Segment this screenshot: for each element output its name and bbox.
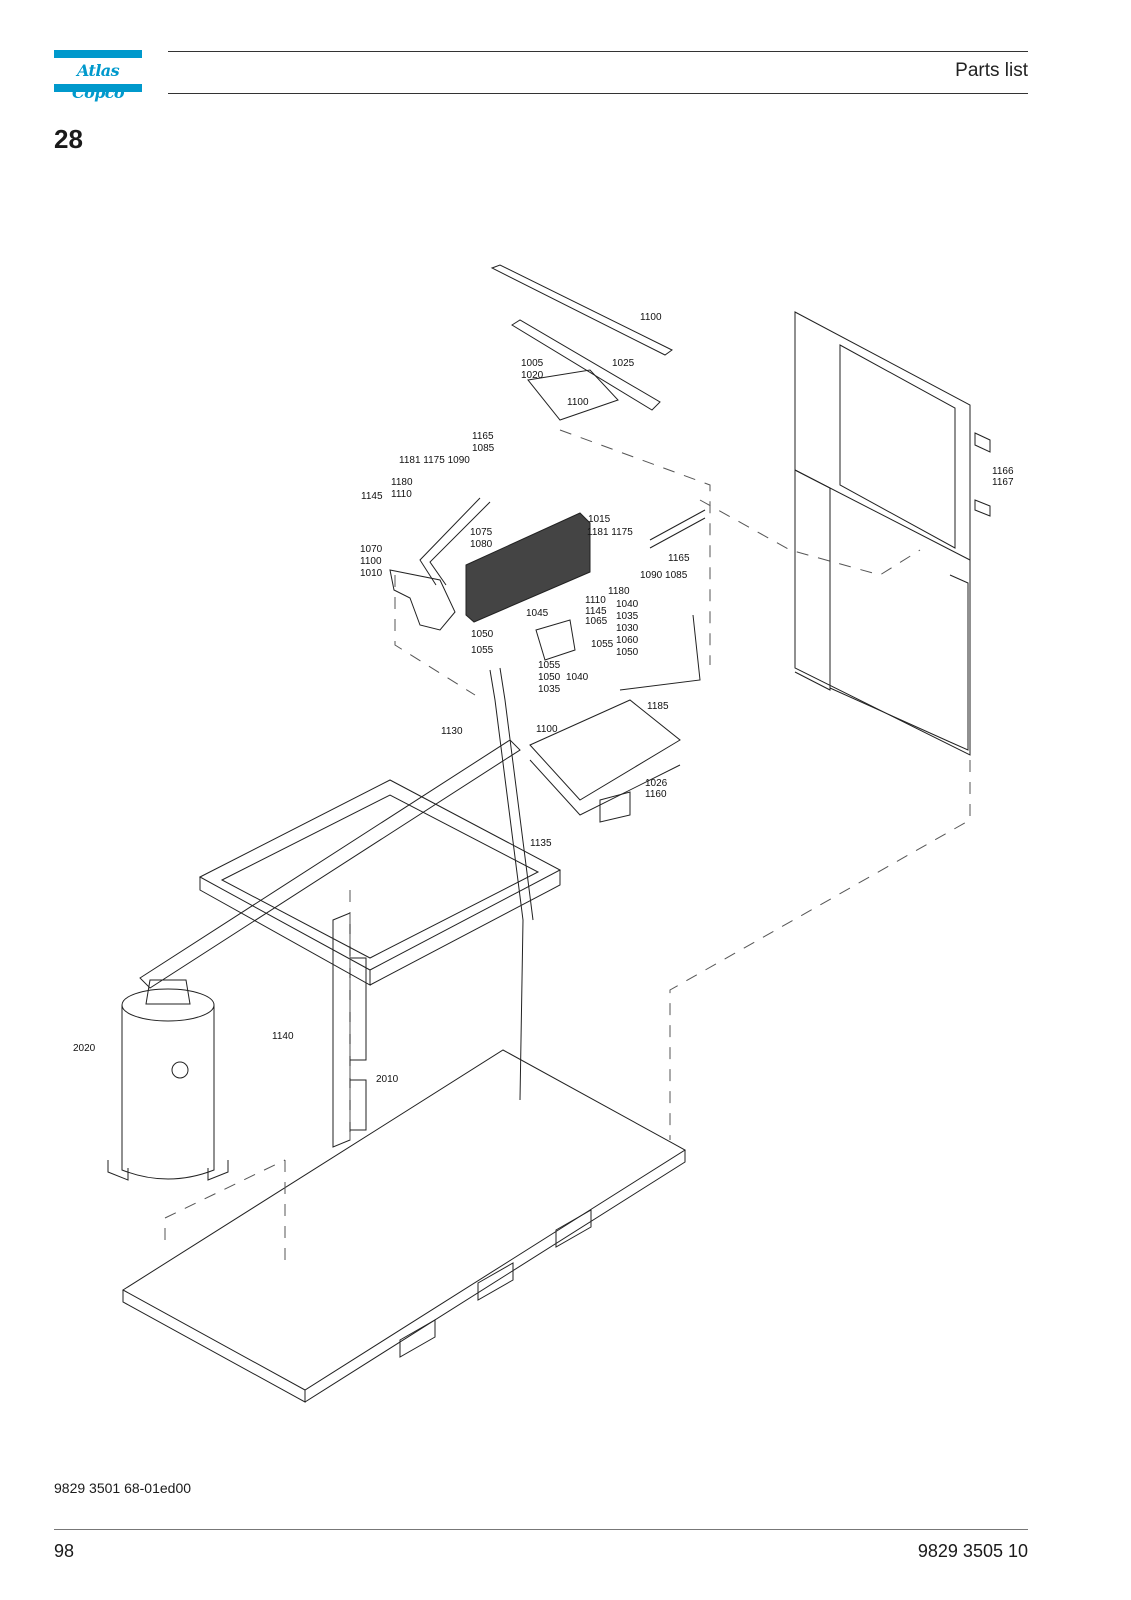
callout-label: 2010 <box>376 1074 399 1085</box>
logo-bar-bottom <box>54 84 142 92</box>
callout-label: 1075 <box>470 527 493 538</box>
callout-label: 1070 <box>360 544 383 555</box>
callout-label: 1085 <box>472 443 495 454</box>
callout-label: 1050 <box>471 629 494 640</box>
logo-bar-top <box>54 50 142 58</box>
callout-label: 1060 <box>616 635 639 646</box>
atlas-copco-logo: Atlas Copco <box>54 50 142 102</box>
header-rule-bottom <box>168 93 1028 94</box>
callout-label: 1050 <box>616 647 639 658</box>
footer-rule <box>54 1529 1028 1530</box>
callout-label: 1181 1175 1090 <box>399 455 470 466</box>
callout-label: 1040 <box>616 599 639 610</box>
callout-label: 1055 <box>471 645 494 656</box>
page-number: 98 <box>54 1541 75 1561</box>
callout-label: 1010 <box>360 568 383 579</box>
callout-label: 1145 <box>585 606 607 617</box>
callout-label: 1185 <box>647 701 669 712</box>
callout-label: 1045 <box>526 608 549 619</box>
callout-label: 1167 <box>992 477 1014 488</box>
callout-label: 1035 <box>538 684 561 695</box>
callout-label: 1030 <box>616 623 639 634</box>
callout-label: 1165 <box>668 553 690 564</box>
callout-label: 1055 <box>538 660 561 671</box>
callout-label: 1180 <box>391 477 413 488</box>
callout-label: 1180 <box>608 586 630 597</box>
callout-label: 1100 <box>536 724 558 735</box>
callout-label: 1065 <box>585 616 608 627</box>
callout-label: 1026 <box>645 778 668 789</box>
callout-label: 1025 <box>612 358 635 369</box>
callout-label: 1166 <box>992 466 1014 477</box>
callout-label: 1005 <box>521 358 544 369</box>
callout-label: 1140 <box>272 1031 294 1042</box>
callout-labels: 1100 1005 1020 1025 1100 1165 1085 1181 … <box>73 312 1014 1085</box>
callout-label: 1110 <box>585 595 606 606</box>
callout-label: 1020 <box>521 370 544 381</box>
callout-label: 1100 <box>360 556 382 567</box>
callout-label: 1040 <box>566 672 589 683</box>
callout-label: 1100 <box>640 312 662 323</box>
header-rule-top <box>168 51 1028 52</box>
callout-label: 1090 1085 <box>640 570 688 581</box>
document-number: 9829 3501 68-01ed00 <box>54 1480 192 1496</box>
callout-label: 1035 <box>616 611 639 622</box>
callout-label: 1055 <box>591 639 614 650</box>
callout-label: 1135 <box>530 838 552 849</box>
callout-label: 1110 <box>391 489 412 500</box>
callout-label: 1015 <box>588 514 611 525</box>
callout-label: 1160 <box>645 789 667 800</box>
callout-label: 1145 <box>361 491 383 502</box>
callout-label: 1100 <box>567 397 589 408</box>
section-number: 28 <box>54 124 83 154</box>
callout-label: 1181 1175 <box>587 527 633 538</box>
callout-label: 1080 <box>470 539 493 550</box>
page-title: Parts list <box>955 60 1028 81</box>
callout-label: 1050 <box>538 672 561 683</box>
callout-label: 2020 <box>73 1043 96 1054</box>
callout-label: 1165 <box>472 431 494 442</box>
callout-label: 1130 <box>441 726 463 737</box>
manual-number: 9829 3505 10 <box>917 1541 1028 1561</box>
